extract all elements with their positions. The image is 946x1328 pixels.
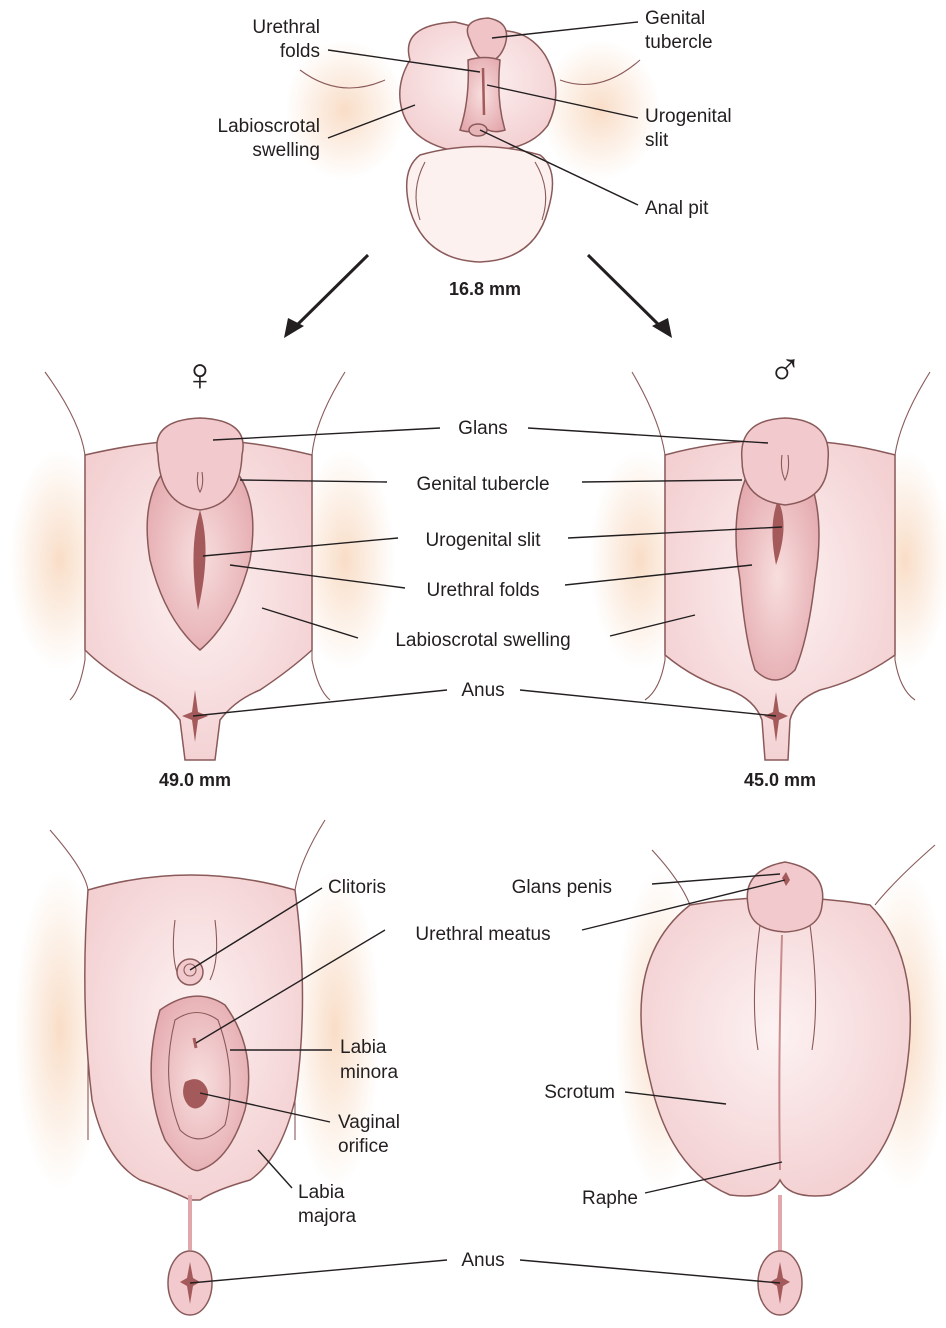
clitoris-shape [177, 959, 203, 985]
measurement-16mm: 16.8 mm [449, 279, 521, 299]
label-labioscrotal-line2: swelling [252, 140, 320, 161]
male-glans [742, 418, 829, 505]
urogenital-slit-shape [483, 68, 484, 115]
leader-anus-male-bottom [520, 1260, 780, 1283]
label-labioscrotal-swelling: Labioscrotal swelling [395, 630, 570, 651]
leader-glans-female [213, 428, 440, 440]
arrow-to-male [588, 255, 672, 338]
label-labioscrotal-line1: Labioscrotal [218, 116, 320, 137]
glans-penis-shape [747, 862, 822, 932]
measurement-45mm: 45.0 mm [744, 770, 816, 790]
label-labia-majora-line1: Labia [298, 1182, 345, 1203]
label-urogenital-slit-line1: Urogenital [645, 106, 732, 127]
label-anal-pit: Anal pit [645, 198, 709, 219]
label-urogenital-slit: Urogenital slit [425, 530, 541, 551]
label-glans: Glans [458, 418, 508, 439]
label-genital-tubercle-line2: tubercle [645, 32, 713, 53]
arrow-to-female [284, 255, 368, 338]
label-labia-majora-line2: majora [298, 1206, 357, 1227]
label-glans-penis: Glans penis [512, 877, 612, 898]
label-scrotum: Scrotum [544, 1082, 615, 1103]
female-symbol: ♀ [183, 348, 218, 400]
leader-glans-male [528, 428, 768, 443]
label-urogenital-slit-line2: slit [645, 130, 669, 151]
label-urethral-folds-line1: Urethral [252, 17, 320, 38]
male-symbol: ♂ [768, 343, 803, 395]
label-vaginal-orifice-line2: orifice [338, 1136, 389, 1157]
label-labia-minora-line1: Labia [340, 1037, 387, 1058]
label-urethral-folds-line2: folds [280, 41, 320, 62]
anal-pit-shape [469, 124, 487, 136]
male-adult-form [615, 845, 946, 1315]
label-urethral-meatus: Urethral meatus [415, 924, 550, 945]
scrotum-shape [641, 898, 910, 1197]
label-raphe: Raphe [582, 1188, 638, 1209]
male-45mm [590, 372, 946, 760]
label-genital-tubercle: Genital tubercle [416, 474, 549, 495]
female-urethral-meatus [194, 1038, 196, 1048]
label-clitoris: Clitoris [328, 877, 386, 898]
measurement-49mm: 49.0 mm [159, 770, 231, 790]
label-labia-minora-line2: minora [340, 1062, 399, 1083]
label-anus-middle: Anus [461, 680, 504, 701]
label-vaginal-orifice-line1: Vaginal [338, 1112, 400, 1133]
leader-genital-tubercle-top [492, 22, 638, 38]
label-genital-tubercle-line1: Genital [645, 8, 705, 29]
label-urethral-folds: Urethral folds [427, 580, 540, 601]
tail-stump-shape [407, 147, 553, 263]
embryo-16mm [285, 18, 660, 262]
female-adult-form [15, 820, 380, 1315]
leader-anus-female-bottom [190, 1260, 447, 1283]
label-anus-bottom: Anus [461, 1250, 504, 1271]
